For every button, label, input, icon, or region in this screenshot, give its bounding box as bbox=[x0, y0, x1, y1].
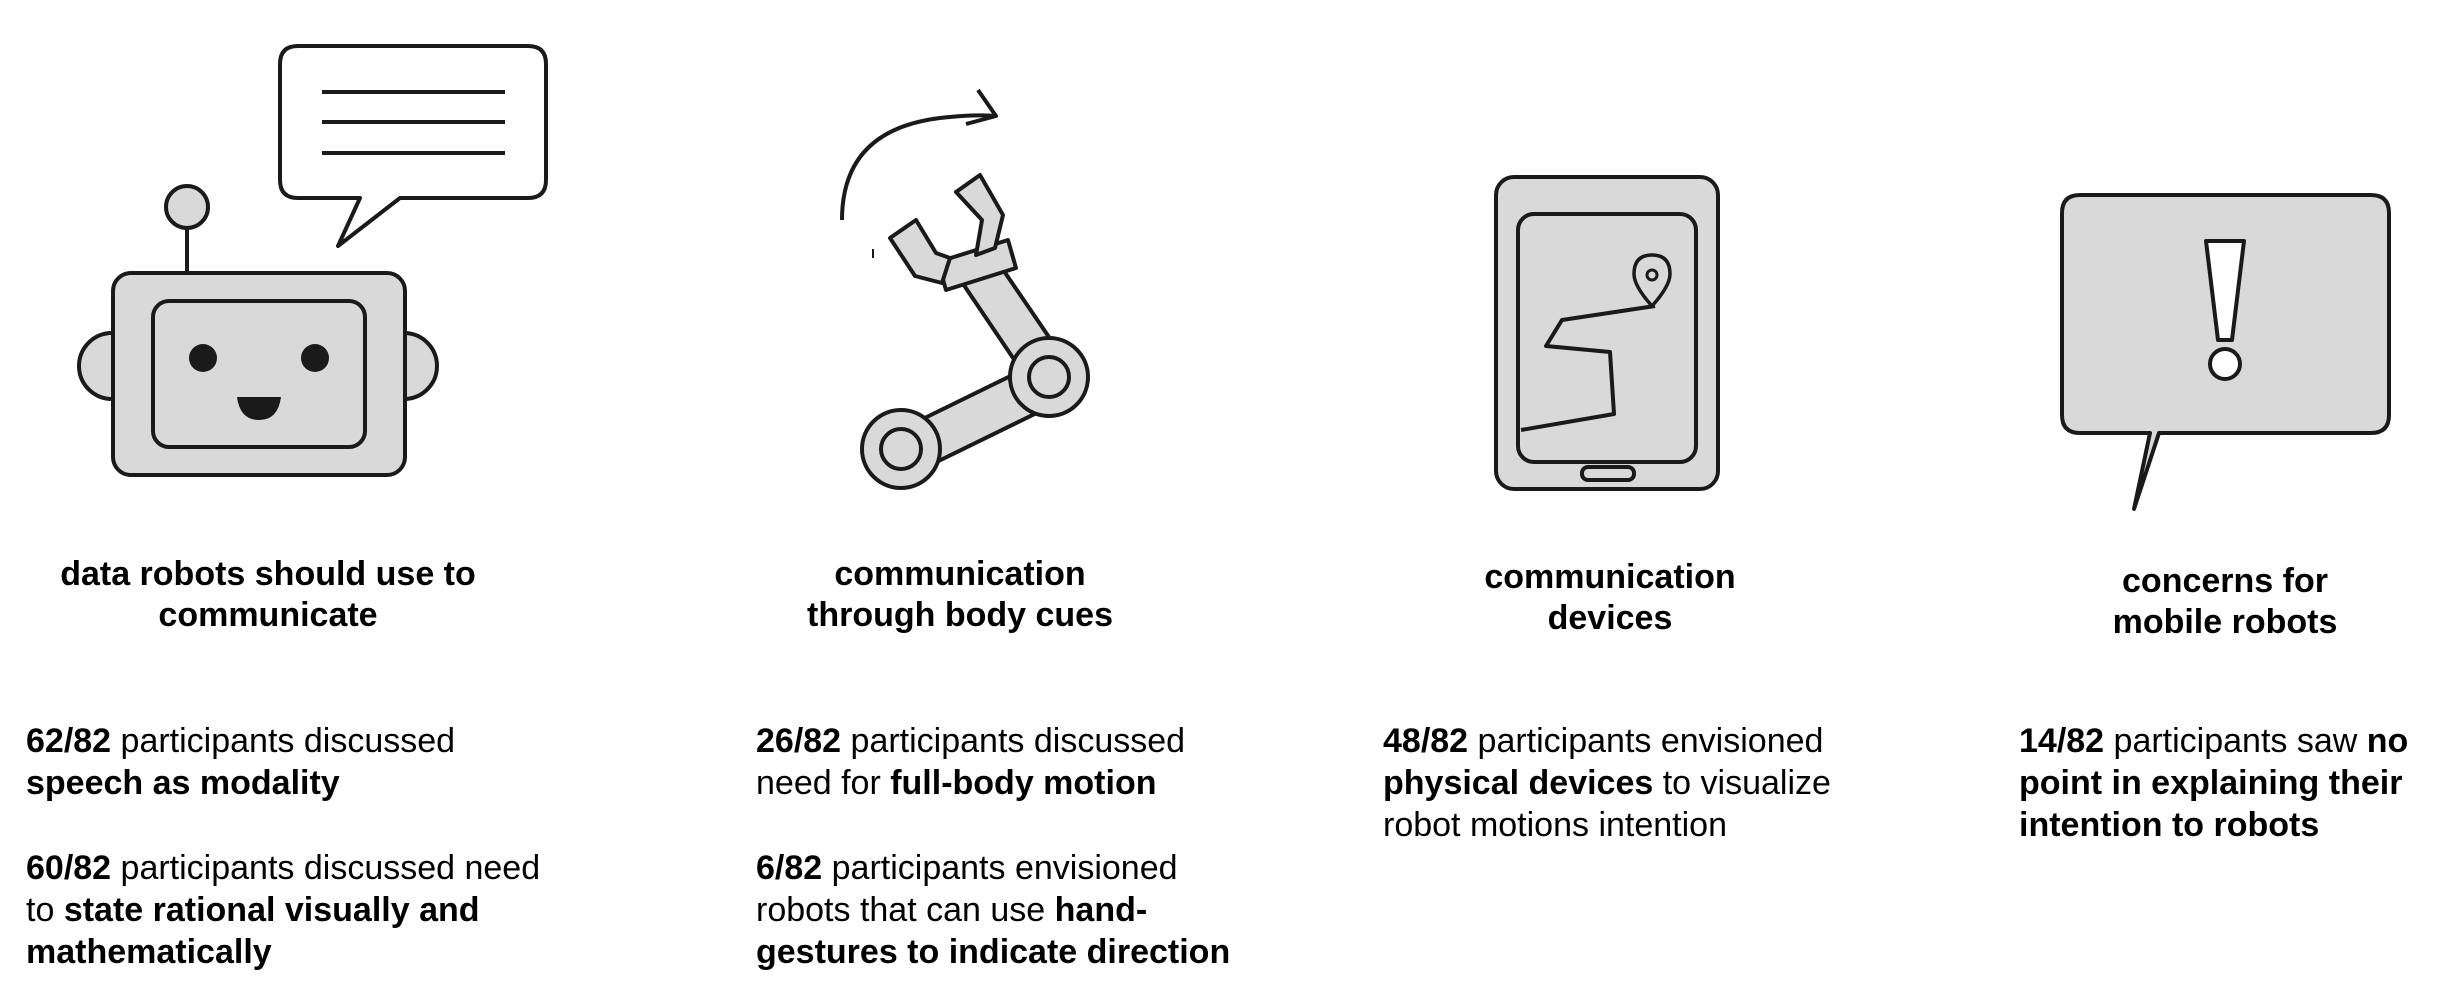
heading-data-robots: data robots should use to communicate bbox=[60, 555, 476, 634]
stat-line: to state rational visually and bbox=[26, 889, 540, 931]
warning-bubble-icon bbox=[2055, 190, 2395, 520]
stat-text: need for bbox=[756, 764, 891, 802]
stat-text: robot motions intention bbox=[1383, 806, 1727, 844]
stat-emphasis: 62/82 bbox=[26, 722, 112, 760]
stat-line: mathematically bbox=[26, 931, 540, 973]
heading-body-cues: communication through body cues bbox=[807, 555, 1113, 634]
stat-emphasis: state rational visually and bbox=[63, 891, 480, 929]
stat-line: physical devices to visualize bbox=[1383, 762, 1831, 804]
stat-emphasis: physical devices bbox=[1383, 764, 1654, 802]
stat-emphasis: gestures to indicate direction bbox=[756, 933, 1231, 971]
stat-emphasis: 26/82 bbox=[756, 722, 842, 760]
stat-text: participants discussed bbox=[111, 722, 456, 760]
stat-emphasis: mathematically bbox=[26, 933, 272, 971]
stat-emphasis: speech as modality bbox=[26, 764, 340, 802]
stat-line: 60/82 participants discussed need bbox=[26, 847, 540, 889]
stat-line: 62/82 participants discussed bbox=[26, 720, 455, 762]
stat-text: participants saw bbox=[2104, 722, 2367, 760]
stat-emphasis: full-body motion bbox=[890, 764, 1157, 802]
stat-line: robots that can use hand- bbox=[756, 889, 1230, 931]
robot-speech-icon bbox=[70, 40, 550, 490]
stat-emphasis: no bbox=[2366, 722, 2409, 760]
stat-text: robots that can use bbox=[756, 891, 1055, 929]
tablet-map-icon bbox=[1490, 170, 1730, 500]
stat-line: gestures to indicate direction bbox=[756, 931, 1230, 973]
stat-emphasis: hand- bbox=[1054, 891, 1148, 929]
stat-text: participants discussed need bbox=[111, 849, 541, 887]
stat-text: to visualize bbox=[1653, 764, 1831, 802]
stat-emphasis: intention to robots bbox=[2019, 806, 2320, 844]
stat-text: to bbox=[26, 891, 64, 929]
stat-line: 48/82 participants envisioned bbox=[1383, 720, 1831, 762]
stat-line: speech as modality bbox=[26, 762, 455, 804]
heading-mobile-robots: concerns for mobile robots bbox=[2112, 562, 2338, 641]
stat-line: 14/82 participants saw no bbox=[2019, 720, 2408, 762]
stat-line: 26/82 participants discussed bbox=[756, 720, 1185, 762]
stat-line: need for full-body motion bbox=[756, 762, 1185, 804]
stat-line: 6/82 participants envisioned bbox=[756, 847, 1230, 889]
stat-text: participants discussed bbox=[841, 722, 1186, 760]
stat-emphasis: 14/82 bbox=[2019, 722, 2105, 760]
stat-text: participants envisioned bbox=[822, 849, 1178, 887]
stat-line: robot motions intention bbox=[1383, 804, 1831, 846]
stat-line: point in explaining their bbox=[2019, 762, 2408, 804]
stat-emphasis: 60/82 bbox=[26, 849, 112, 887]
stat-emphasis: 6/82 bbox=[756, 849, 823, 887]
stat-text: participants envisioned bbox=[1468, 722, 1824, 760]
robot-arm-icon bbox=[830, 80, 1100, 500]
stat-emphasis: point in explaining their bbox=[2019, 764, 2403, 802]
heading-communication-devices: communication devices bbox=[1484, 558, 1736, 637]
stat-emphasis: 48/82 bbox=[1383, 722, 1469, 760]
stat-line: intention to robots bbox=[2019, 804, 2408, 846]
